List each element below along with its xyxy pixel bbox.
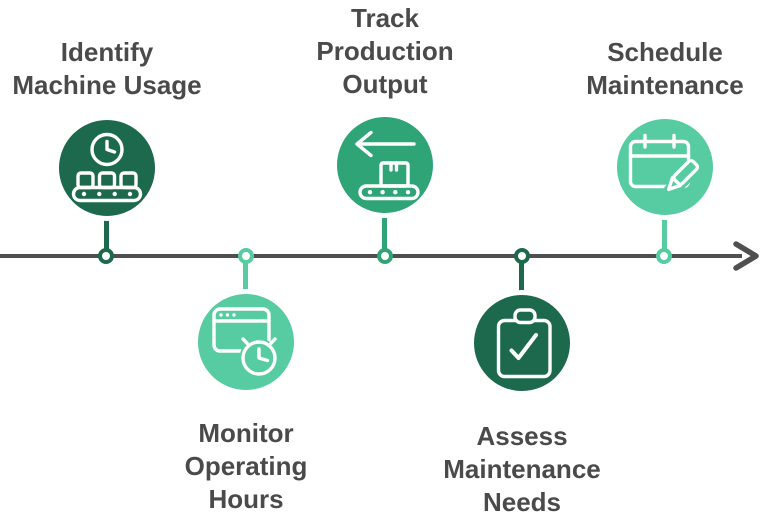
step-icon-bubble bbox=[54, 115, 160, 221]
timeline-node bbox=[238, 248, 254, 264]
step-icon-bubble bbox=[193, 289, 299, 395]
right-arrow-icon bbox=[733, 241, 759, 271]
step-icon-bubble bbox=[612, 114, 718, 220]
window-clock-icon bbox=[212, 307, 279, 378]
step-label: Schedule Maintenance bbox=[586, 37, 744, 100]
step-label: Monitor Operating Hours bbox=[184, 418, 308, 514]
step-label: Assess Maintenance Needs bbox=[443, 421, 601, 517]
clock-conveyor-icon bbox=[71, 132, 143, 203]
step-label: Track Production Output bbox=[316, 3, 454, 99]
connector-stem bbox=[519, 258, 524, 292]
arrow-conveyor-icon bbox=[355, 130, 420, 201]
step-label: Identify Machine Usage bbox=[12, 37, 202, 100]
timeline-node bbox=[656, 248, 672, 264]
step-icon-bubble bbox=[332, 112, 438, 218]
timeline-node bbox=[377, 248, 393, 264]
step-icon-bubble bbox=[469, 290, 575, 396]
connector-stem bbox=[104, 214, 109, 250]
clipboard-check-icon bbox=[496, 308, 552, 379]
connector-stem bbox=[382, 212, 387, 250]
timeline-node bbox=[514, 248, 530, 264]
connector-stem bbox=[243, 258, 248, 292]
connector-stem bbox=[662, 214, 667, 250]
timeline-axis bbox=[0, 254, 742, 258]
timeline-node bbox=[98, 248, 114, 264]
calendar-pencil-icon bbox=[628, 133, 703, 199]
